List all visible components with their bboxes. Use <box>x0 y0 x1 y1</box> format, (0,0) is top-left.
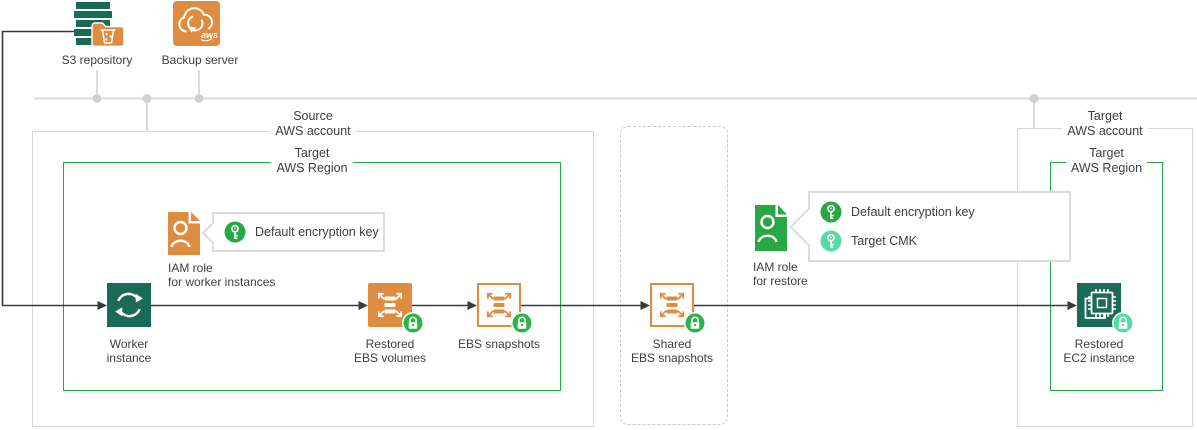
chip-icon <box>1084 289 1116 319</box>
restored-ec2-instance-icon <box>1077 283 1121 327</box>
encryption-key-green-icon <box>224 221 246 243</box>
lock-badge-mint-icon <box>1112 312 1134 334</box>
ebs-snapshots-icon <box>477 283 521 327</box>
lock-badge-icon <box>511 312 533 334</box>
ebs-glyph-icon <box>377 292 403 318</box>
worker-instance-icon <box>107 283 151 327</box>
aws-logo-text: aws <box>201 30 218 40</box>
iam-role-restore-icon <box>755 205 787 256</box>
restored-ebs-volumes-label: Restored EBS volumes <box>353 337 427 365</box>
ebs-glyph-icon <box>659 292 685 318</box>
restore-keys-callout: Default encryption key Target CMK <box>789 191 1071 262</box>
lock-badge-icon <box>402 312 424 334</box>
person-icon <box>757 214 778 243</box>
sync-arrows-icon <box>115 292 143 318</box>
bucket-folder-icon <box>91 21 125 52</box>
connector-dot <box>92 94 102 103</box>
source-account-label: Source AWS account <box>32 109 594 139</box>
iam-role-restore-label: IAM role for restore <box>753 260 808 288</box>
worker-key-callout: Default encryption key <box>201 212 385 252</box>
shared-ebs-snapshots-label: Shared EBS snapshots <box>630 337 714 365</box>
person-icon <box>170 220 191 248</box>
ebs-glyph-icon <box>486 292 512 318</box>
backup-server-label: Backup server <box>161 53 239 67</box>
restored-ec2-instance-label: Restored EC2 instance <box>1063 337 1135 365</box>
aws-cloud-restore-icon: aws <box>178 7 218 42</box>
iam-role-worker-label: IAM role for worker instances <box>168 261 276 289</box>
callout-label: Default encryption key <box>851 204 975 219</box>
callout-label: Default encryption key <box>255 225 379 239</box>
s3-repository-label: S3 repository <box>61 53 133 67</box>
connector-dot <box>1029 94 1039 103</box>
worker-instance-label: Worker instance <box>106 337 152 365</box>
iam-role-worker-icon <box>168 212 200 260</box>
source-region-label: Target AWS Region <box>63 146 561 176</box>
target-region-label: Target AWS Region <box>1050 146 1163 176</box>
encryption-key-mint-icon <box>820 230 842 252</box>
backup-server-icon: aws <box>173 1 220 46</box>
connector-dot <box>142 94 152 103</box>
shared-snapshots-zone-box <box>620 126 728 425</box>
target-account-label: Target AWS account <box>1017 109 1193 139</box>
connector-dot <box>194 94 204 103</box>
ebs-snapshots-label: EBS snapshots <box>457 337 541 351</box>
callout-label: Target CMK <box>851 234 917 249</box>
lock-badge-icon <box>684 312 706 334</box>
encryption-key-green-icon <box>820 201 842 223</box>
